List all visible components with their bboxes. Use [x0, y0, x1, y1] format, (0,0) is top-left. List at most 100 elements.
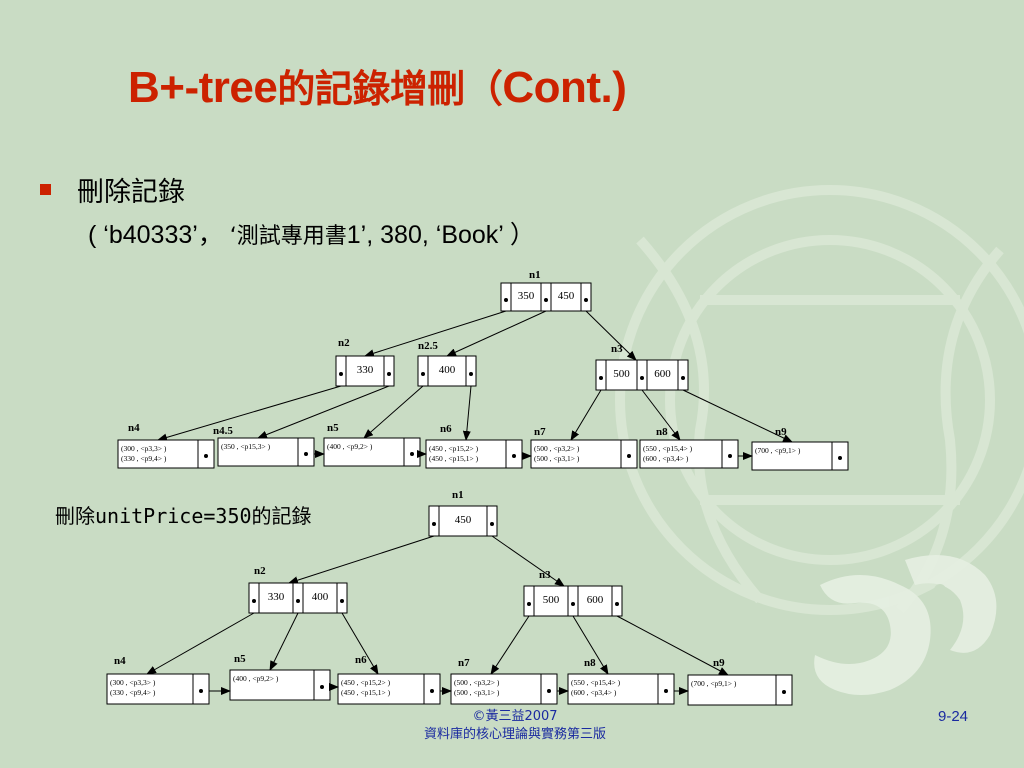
pointer-after-n1-to-n3: [491, 535, 565, 587]
node-key: 350: [518, 290, 535, 302]
title-suffix: Cont.): [502, 63, 627, 112]
leaf-entry: (450 , <p15,2> ): [429, 444, 479, 453]
node-label: n2.5: [418, 340, 438, 352]
next-pointer-dot: [664, 689, 668, 693]
bullet-text: 刪除記錄: [77, 177, 185, 208]
pointer-after-n2-to-n4: [146, 612, 255, 675]
record-field-title: ‘測試專用書: [229, 224, 347, 249]
leaf-entry: (330 , <p9,4> ): [110, 688, 156, 697]
page-number: 9-24: [938, 708, 969, 725]
leaf-entry: (450 , <p15,1> ): [429, 454, 479, 463]
next-pointer-dot: [430, 689, 434, 693]
record-field-type: ‘Book’: [435, 221, 503, 249]
node-label: n3: [611, 343, 623, 355]
next-pointer-dot: [547, 689, 551, 693]
pointer-dot: [544, 298, 548, 302]
pointer-after-n1-to-n2: [288, 535, 435, 585]
next-pointer-dot: [320, 685, 324, 689]
internal-node-n1: 450 n1: [428, 489, 498, 537]
node-label: n1: [529, 269, 541, 281]
next-pointer-dot: [304, 452, 308, 456]
leaf-node-n5: (400 , <p9,2> ) n5: [229, 653, 331, 701]
next-pointer-dot: [512, 454, 516, 458]
pointer-before-n1-to-n2: [364, 310, 507, 358]
leaf-entry: (700 , <p9,1> ): [755, 446, 801, 455]
node-label: n8: [584, 657, 596, 669]
pointer-dot: [387, 372, 391, 376]
pointer-after-n3-to-n9: [616, 615, 729, 676]
leaf-entry: (350 , <p15,3> ): [221, 442, 271, 451]
bullet-item: 刪除記錄: [40, 170, 185, 209]
internal-node-n2: 330 400 n2: [248, 565, 348, 614]
pointer-before-n2-to-n4: [157, 385, 342, 442]
leaf-entry: (600 , <p3,4> ): [643, 454, 689, 463]
node-key: 450: [455, 514, 472, 526]
leaf-node-n4-5: (350 , <p15,3> )n4.5: [213, 425, 315, 467]
node-label: n7: [458, 657, 470, 669]
node-label: n9: [713, 657, 725, 669]
leaf-entry: (400 , <p9,2> ): [233, 674, 279, 683]
leaf-entry: (600 , <p3,4> ): [571, 688, 617, 697]
square-bullet-icon: [40, 184, 51, 195]
leaf-entry: (700 , <p9,1> ): [691, 679, 737, 688]
book-title: 資料庫的核心理論與實務第三版: [423, 727, 606, 742]
next-pointer-dot: [838, 456, 842, 460]
leaf-entry: (550 , <p15,4> ): [643, 444, 693, 453]
leaf-entry: (450 , <p15,1> ): [341, 688, 391, 697]
node-key: 450: [558, 290, 575, 302]
footer-copyright: ©黃三益2007 資料庫的核心理論與實務第三版: [390, 708, 640, 744]
pointer-after-n2-to-n5: [269, 612, 299, 671]
node-label: n7: [534, 426, 546, 438]
node-label: n5: [327, 422, 339, 434]
pointer-dot: [296, 599, 300, 603]
node-key: 330: [357, 364, 374, 376]
leaf-node-n5: (400 , <p9,2> ) n5: [323, 422, 421, 467]
leaf-entry: (400 , <p9,2> ): [327, 442, 373, 451]
leaf-node-n8: (550 , <p15,4> )(600 , <p3,4> )n8: [567, 657, 675, 705]
title-latin: B+-tree: [128, 63, 278, 112]
node-key: 330: [268, 591, 285, 603]
pointer-dot: [599, 376, 603, 380]
dragon-emblem: [814, 555, 997, 695]
node-label: n3: [539, 569, 551, 581]
node-label: n2: [254, 565, 266, 577]
pointer-before-n3-to-n8: [641, 389, 681, 441]
next-pointer-dot: [410, 452, 414, 456]
leaf-entry: (450 , <p15,2> ): [341, 678, 391, 687]
internal-node-n1: 350 450 n1: [500, 269, 592, 312]
pointer-dot: [469, 372, 473, 376]
leaf-entry: (500 , <p3,1> ): [454, 688, 500, 697]
pointer-before-n2-5-to-n6: [462, 385, 472, 441]
pointer-before-n3-to-n9: [682, 389, 793, 443]
pointer-dot: [252, 599, 256, 603]
leaf-entry: (500 , <p3,2> ): [534, 444, 580, 453]
pointer-after-n2-to-n6: [341, 612, 379, 675]
pointer-dot: [490, 522, 494, 526]
pointer-before-n2-to-n4-5: [257, 385, 390, 439]
leaf-node-n6: (450 , <p15,2> )(450 , <p15,1> ) n6: [337, 654, 441, 705]
node-label: n6: [355, 654, 367, 666]
node-label: n4: [114, 655, 126, 667]
pointer-after-n3-to-n8: [572, 615, 609, 675]
pointer-before-n3-to-n7: [570, 389, 602, 441]
node-label: n5: [234, 653, 246, 665]
node-label: n1: [452, 489, 464, 501]
record-sep: ，: [197, 221, 223, 249]
pointer-dot: [339, 372, 343, 376]
leaf-node-n9: (700 , <p9,1> ) n9: [687, 657, 793, 706]
record-field-title-end: 1’: [346, 221, 367, 249]
title-paren: （: [464, 67, 503, 111]
next-pointer-dot: [204, 454, 208, 458]
node-key: 400: [439, 364, 456, 376]
pointer-dot: [527, 602, 531, 606]
node-key: 400: [312, 591, 329, 603]
pointer-after-n3-to-n7: [490, 615, 530, 675]
leaf-node-n4: (300 , <p3,3> )(330 , <p9,4> )n4: [117, 422, 215, 469]
pointer-before-n1-to-n3: [585, 310, 637, 361]
